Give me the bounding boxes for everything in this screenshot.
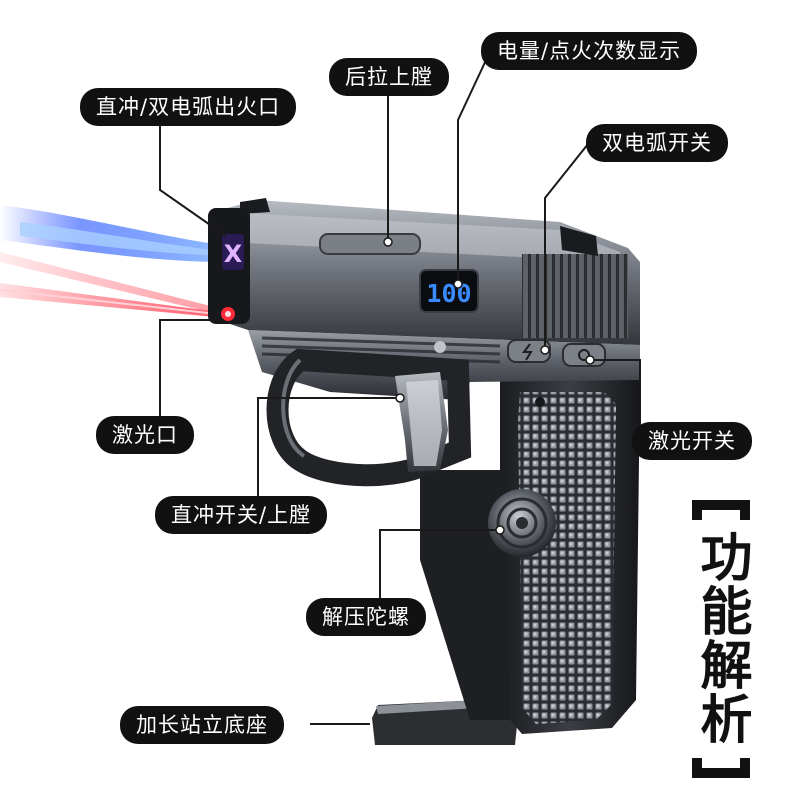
label-laser-port: 激光口 xyxy=(96,416,194,454)
label-laser-switch: 激光开关 xyxy=(632,422,752,460)
fidget-spinner-shape xyxy=(488,489,556,557)
label-jet-switch: 直冲开关/上膛 xyxy=(155,496,328,534)
red-laser-beam xyxy=(0,252,227,318)
callout-lines xyxy=(159,57,641,725)
label-fidget-spinner: 解压陀螺 xyxy=(306,598,426,636)
bracket-bottom-icon xyxy=(692,758,750,778)
svg-text:X: X xyxy=(224,240,243,268)
label-display: 电量/点火次数显示 xyxy=(481,32,698,70)
feature-analysis-title: 功能解析 xyxy=(690,496,752,782)
label-slide-back: 后拉上膛 xyxy=(329,58,449,96)
label-stand-base: 加长站立底座 xyxy=(120,706,284,744)
laser-switch-button[interactable] xyxy=(562,343,606,367)
feature-analysis-text: 功能解析 xyxy=(691,530,751,746)
label-flame-outlet: 直冲/双电弧出火口 xyxy=(80,88,297,126)
battery-display-value: 100 xyxy=(426,279,471,308)
bracket-top-icon xyxy=(692,500,750,520)
label-arc-switch: 双电弧开关 xyxy=(586,124,728,162)
